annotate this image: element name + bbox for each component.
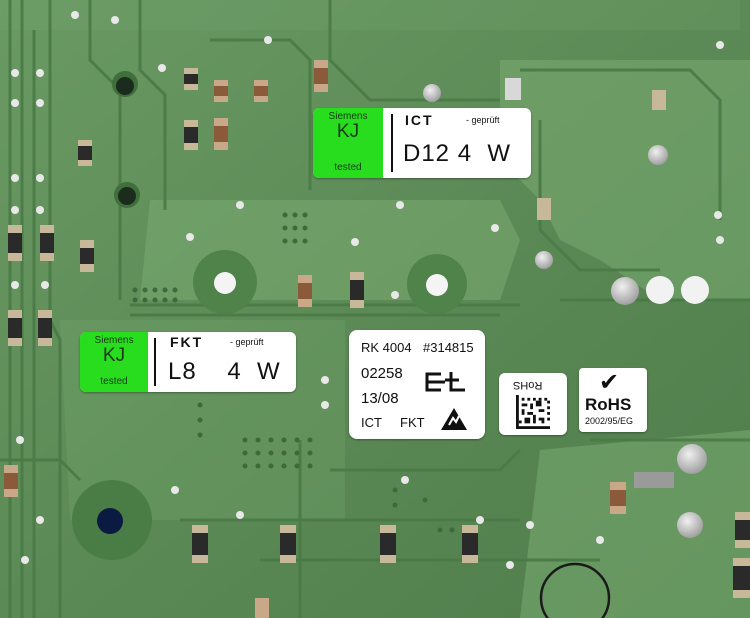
fkt-stage-text: FKT	[170, 334, 204, 350]
datamatrix-label: RoHS	[499, 373, 567, 435]
fkt-initials-text: KJ	[102, 345, 126, 366]
ict-test-label: Siemens KJ tested ICT - geprüft D12 4 W	[313, 108, 531, 178]
vias	[11, 11, 724, 569]
serial-ict-text: ICT	[361, 415, 382, 430]
silkscreen-marking	[539, 562, 611, 618]
via-grid	[132, 212, 455, 533]
serial-rk-text: RK 4004	[361, 340, 412, 355]
fkt-green-block: Siemens KJ tested	[80, 332, 148, 392]
ict-divider	[391, 114, 393, 172]
et-logo	[425, 372, 465, 392]
serial-lot-text: 02258	[361, 365, 403, 382]
ict-stage-text: ICT	[405, 112, 434, 128]
ict-initials-text: KJ	[336, 121, 360, 142]
fkt-geprueft-text: - geprüft	[230, 337, 264, 347]
fkt-divider	[154, 338, 156, 386]
esd-warning-icon	[441, 408, 467, 430]
ict-geprueft-text: - geprüft	[466, 115, 500, 125]
rohs-directive-text: 2002/95/EG	[585, 416, 634, 426]
fkt-test-label: Siemens KJ tested FKT - geprüft L8 4 W	[80, 332, 296, 392]
serial-date-text: 13/08	[361, 390, 399, 407]
serial-label: RK 4004 #314815 02258 13/08 ICT FKT	[349, 330, 485, 439]
mounting-holes	[72, 71, 709, 560]
serial-number-text: #314815	[423, 340, 474, 355]
smd-components	[4, 60, 750, 618]
fkt-code-text: L8 4 W	[168, 358, 281, 385]
ict-green-block: Siemens KJ tested	[313, 108, 383, 178]
rohs-title-text: RoHS	[585, 395, 632, 414]
ict-tested-text: tested	[334, 162, 362, 173]
serial-fkt-text: FKT	[400, 415, 425, 430]
rohs-compliance-label: ✔ RoHS 2002/95/EG	[579, 368, 647, 432]
datamatrix-code	[516, 395, 550, 429]
rohs-check-icon: ✔	[599, 369, 620, 396]
fkt-maker-text: Siemens	[94, 335, 134, 346]
ict-code-text: D12 4 W	[403, 140, 512, 167]
rohs-small-text: RoHS	[513, 379, 543, 391]
ict-maker-text: Siemens	[328, 111, 368, 122]
fkt-tested-text: tested	[100, 376, 128, 387]
